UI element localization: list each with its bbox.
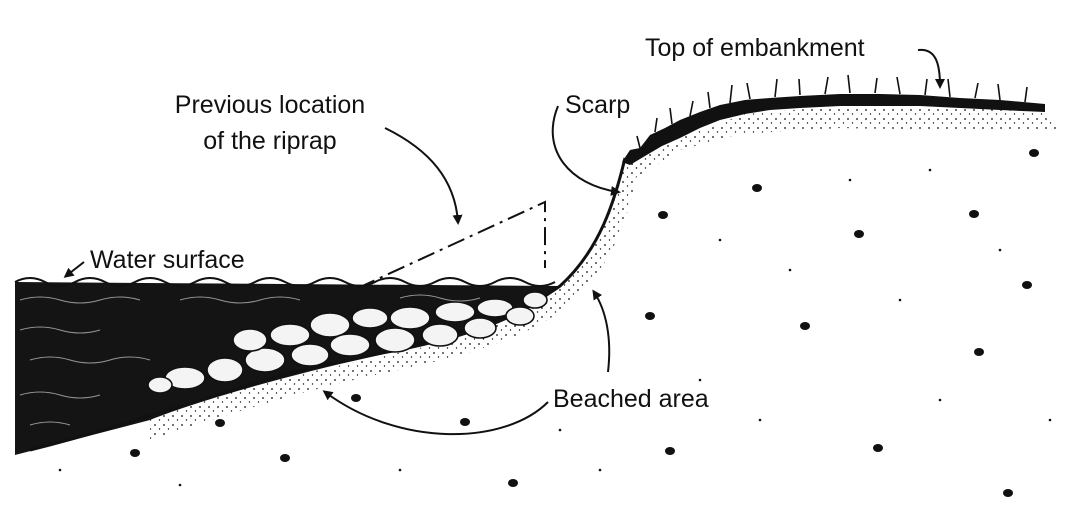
water-surface-line	[14, 277, 556, 287]
water-surface-arrow	[63, 261, 85, 278]
embankment-slope-line	[29, 157, 627, 452]
beached-area-arrow-left	[322, 390, 549, 436]
label-beached-area: Beached area	[553, 385, 709, 413]
top-of-embankment-arrow	[917, 48, 945, 89]
soil-specks	[58, 168, 1052, 487]
label-previous-location-line1: Previous location	[174, 91, 366, 119]
previous-location-arrow	[384, 127, 463, 225]
water-wave-lines	[19, 294, 481, 426]
scarp-arrow	[551, 105, 621, 196]
riprap-stones	[147, 291, 548, 394]
grass-blades	[636, 74, 1028, 149]
embankment-grass	[622, 94, 1045, 165]
beached-area-arrow-up	[592, 289, 611, 373]
shoreline-stipple-band	[150, 158, 640, 440]
label-water-surface: Water surface	[90, 246, 245, 274]
topsoil-stipple	[630, 106, 1060, 175]
previous-riprap-outline	[357, 200, 546, 289]
label-top-of-embankment: Top of embankment	[645, 34, 865, 62]
label-scarp: Scarp	[565, 91, 631, 119]
soil-pebbles	[130, 149, 1039, 497]
label-previous-location-line2: of the riprap	[203, 127, 337, 155]
